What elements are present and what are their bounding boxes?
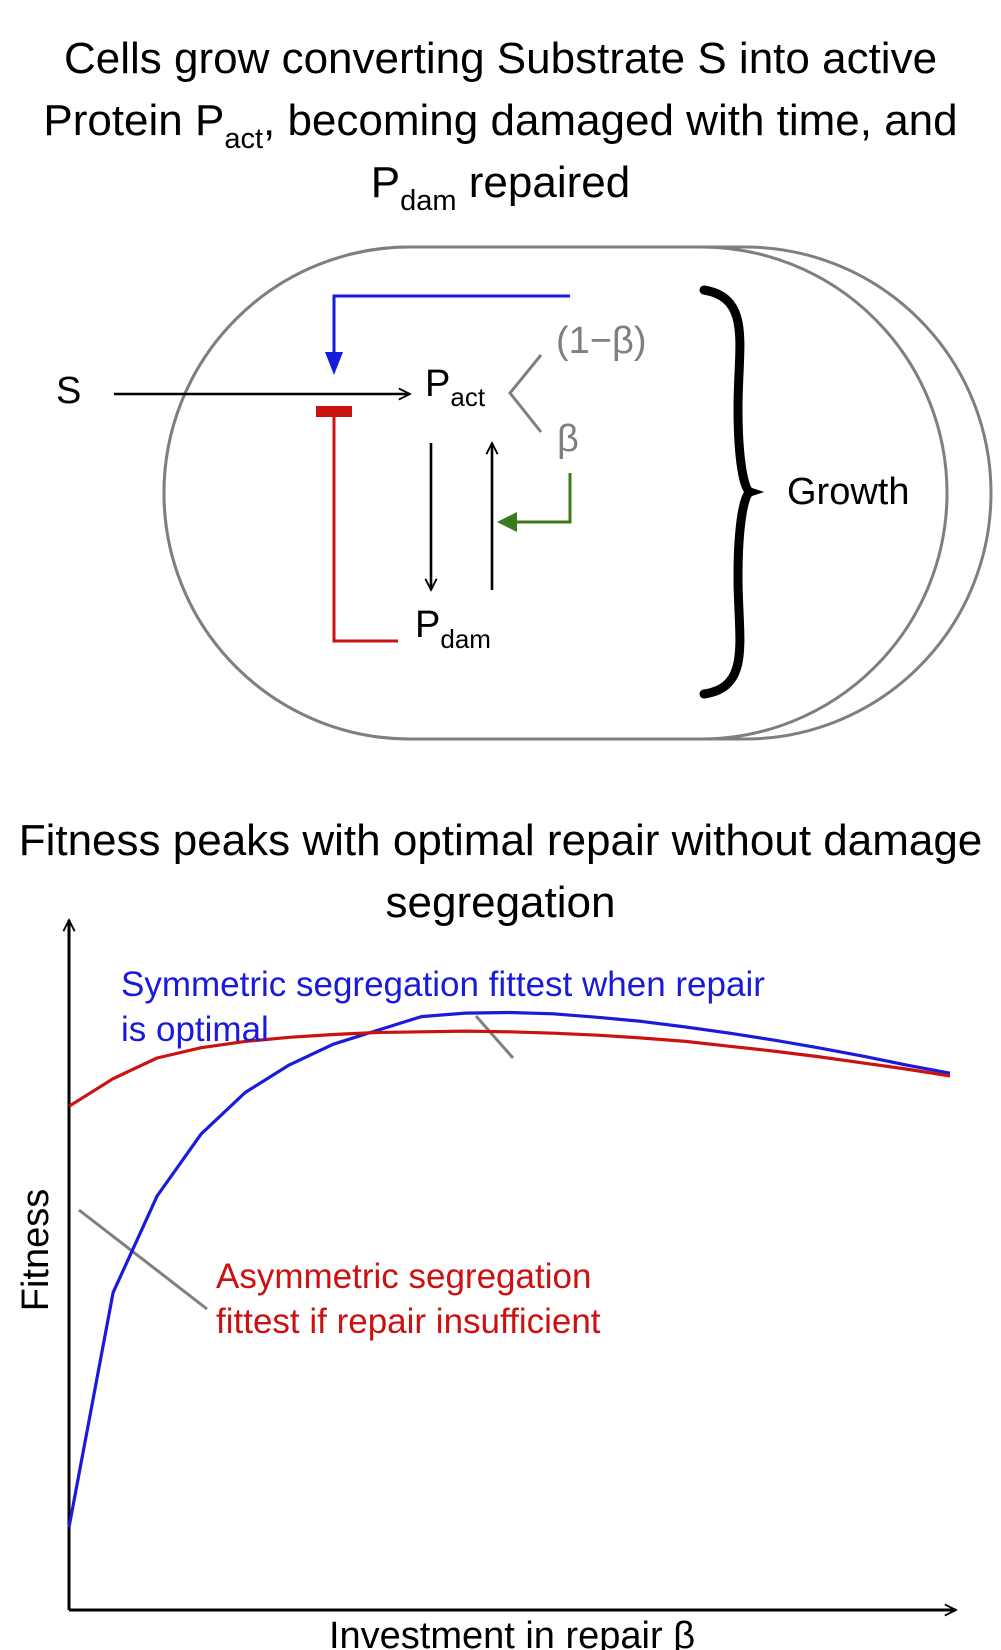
- top-title-part3: repaired: [456, 158, 631, 207]
- growth-brace: [699, 285, 765, 699]
- repair-investment-arrowhead: [497, 512, 517, 532]
- asymmetric-annotation-line2: fittest if repair insufficient: [216, 1302, 601, 1341]
- one-minus-beta-label: (1−β): [556, 320, 647, 362]
- symmetric-series-line: [67, 1010, 951, 1528]
- asymmetric-annotation: Asymmetric segregation fittest if repair…: [216, 1254, 776, 1344]
- feedback-arrowhead: [325, 352, 343, 375]
- repair-investment-line: [515, 473, 572, 524]
- symmetric-annotation: Symmetric segregation fittest when repai…: [121, 962, 921, 1052]
- series-layer: [67, 1010, 951, 1528]
- fitness-chart: Fitness Investment in repair β: [15, 920, 956, 1650]
- split-branch: [508, 354, 543, 433]
- asymmetric-annotation-line1: Asymmetric segregation: [216, 1257, 592, 1296]
- p-act-sub: act: [450, 382, 485, 412]
- y-axis-label: Fitness: [15, 1189, 57, 1311]
- cell-outline-front: [162, 245, 949, 741]
- growth-label: Growth: [787, 471, 909, 513]
- p-act-main: P: [425, 363, 450, 405]
- top-title-sub-act: act: [224, 123, 264, 155]
- p-dam-main: P: [415, 604, 440, 646]
- cell-diagram: S Pact Pdam (1−β) β Growth: [56, 245, 993, 741]
- top-title: Cells grow converting Substrate S into a…: [0, 28, 1001, 217]
- asymmetric-leader-line: [78, 1208, 208, 1311]
- inhibition-line: [332, 413, 398, 643]
- p-act-label: Pact: [425, 363, 486, 412]
- beta-label: β: [557, 418, 579, 460]
- top-title-part1: Cells grow converting Substrate S into a…: [43, 34, 938, 145]
- symmetric-leader-line: [474, 1015, 515, 1059]
- top-title-part2: , becoming damaged with time, and P: [263, 96, 958, 207]
- inhibition-bar: [316, 406, 352, 417]
- p-dam-sub: dam: [440, 624, 491, 654]
- bottom-title: Fitness peaks with optimal repair withou…: [18, 816, 983, 927]
- feedback-line: [332, 294, 570, 352]
- top-title-sub-dam: dam: [400, 185, 457, 217]
- x-axis-label: Investment in repair β: [329, 1615, 695, 1650]
- symmetric-annotation-line2: is optimal: [121, 1010, 269, 1049]
- substrate-label: S: [56, 370, 81, 412]
- symmetric-annotation-line1: Symmetric segregation fittest when repai…: [121, 965, 765, 1004]
- p-dam-label: Pdam: [415, 604, 491, 654]
- asymmetric-series-line: [68, 1029, 951, 1108]
